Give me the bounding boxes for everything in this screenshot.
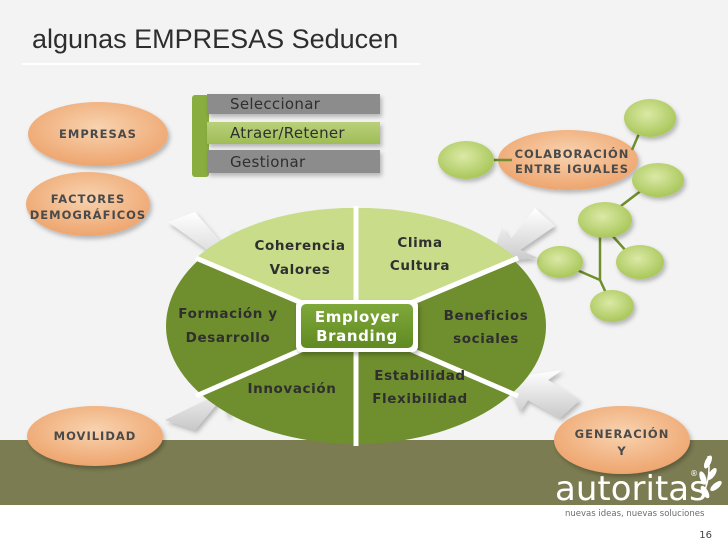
seg-coherencia-2: Valores (270, 262, 331, 278)
center-label-1: Employer (315, 308, 399, 326)
tab-bracket (192, 95, 209, 177)
oval-colaboracion (498, 130, 638, 190)
center-label-2: Branding (316, 327, 398, 345)
seg-coherencia-1: Coherencia (254, 238, 345, 254)
seg-clima-1: Clima (397, 235, 442, 251)
seg-clima-2: Cultura (390, 258, 450, 274)
registered-mark: ® (690, 469, 698, 478)
oval-generacion (554, 406, 690, 474)
colaboracion-label-2: ENTRE IGUALES (515, 162, 629, 176)
seg-beneficios-1: Beneficios (444, 308, 529, 324)
tab-atraer-retener: Atraer/Retener (230, 124, 345, 142)
center-badge (301, 304, 413, 348)
peer-network (438, 99, 684, 322)
movilidad-label: MOVILIDAD (54, 429, 137, 443)
factores-label-1: FACTORES (51, 192, 126, 206)
seg-beneficios-2: sociales (453, 331, 519, 347)
tab-seleccionar: Seleccionar (230, 95, 321, 113)
leaf-node (578, 202, 632, 238)
slide-title: algunas EMPRESAS Seducen (32, 24, 398, 54)
oval-movilidad (27, 406, 163, 466)
paper-sheet (0, 505, 728, 546)
leaf-node (438, 141, 494, 179)
autoritas-logo: autoritas ® nuevas ideas, nuevas solucio… (555, 455, 722, 519)
wheat-icon (699, 455, 722, 501)
seg-estabilidad-2: Flexibilidad (372, 391, 468, 407)
generacion-label-2: Y (616, 444, 626, 458)
logo-text: autoritas (555, 469, 707, 509)
seg-innovacion: Innovación (248, 381, 337, 397)
tab-list: Seleccionar Atraer/Retener Gestionar (192, 94, 380, 177)
generacion-label-1: GENERACIÓN (575, 426, 670, 441)
seg-formacion-1: Formación y (178, 306, 277, 322)
oval-factores (26, 172, 150, 236)
leaf-node (537, 246, 583, 278)
leaf-node (632, 163, 684, 197)
sector-coherencia (196, 207, 356, 326)
website-link[interactable]: www.autoritas.es (14, 505, 137, 520)
arrow-top-right (490, 208, 555, 262)
leaf-node (616, 245, 664, 279)
seg-formacion-2: Desarrollo (186, 330, 271, 346)
tab-gestionar: Gestionar (230, 153, 306, 171)
tab-atraer-bg (207, 122, 380, 144)
wheel: Employer Branding Coherencia Valores Cli… (166, 206, 546, 446)
arrow-bottom-right (506, 370, 580, 418)
colaboracion-label-1: COLABORACIÓN (515, 146, 630, 161)
logo-tagline: nuevas ideas, nuevas soluciones (565, 509, 705, 519)
oval-empresas (28, 102, 168, 166)
tab-gestionar-bg (207, 150, 380, 173)
sector-clima (356, 207, 516, 326)
factores-label-2: DEMOGRÁFICOS (30, 207, 146, 222)
seg-estabilidad-1: Estabilidad (374, 368, 465, 384)
tab-seleccionar-bg (207, 94, 380, 114)
page-number: 16 (699, 530, 712, 541)
empresas-label: EMPRESAS (59, 127, 137, 141)
leaf-node (624, 99, 676, 137)
leaf-node (590, 290, 634, 322)
